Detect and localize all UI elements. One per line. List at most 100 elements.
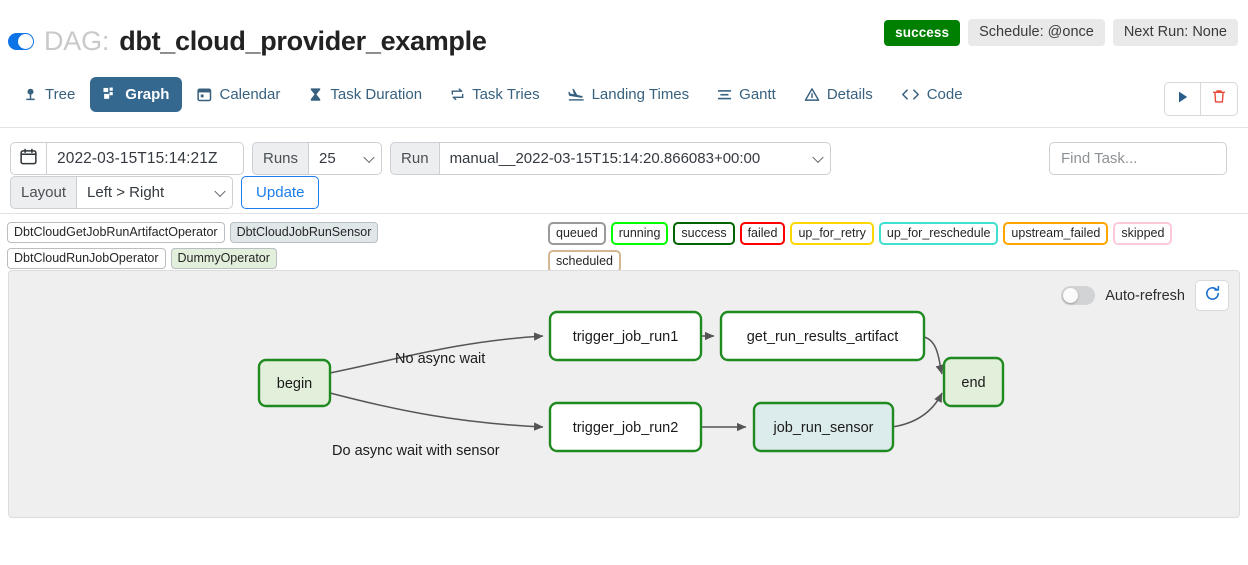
tab-gantt[interactable]: Gantt <box>704 77 789 112</box>
chevron-down-icon <box>214 185 226 197</box>
tab-label: Gantt <box>739 86 776 103</box>
status-chip-upstream-failed: upstream_failed <box>1003 222 1109 245</box>
svg-text:end: end <box>961 375 985 391</box>
graph-edges <box>329 331 944 432</box>
task-node-job-run-sensor[interactable]: job_run_sensor <box>752 401 895 453</box>
svg-text:get_run_results_artifact: get_run_results_artifact <box>747 329 899 345</box>
edge-label-no-async-wait: No async wait <box>395 351 485 367</box>
runs-group: Runs 25 <box>252 142 383 175</box>
tab-label: Calendar <box>219 86 281 103</box>
dag-title: DAG: dbt_cloud_provider_example <box>8 26 487 57</box>
trash-icon <box>1212 89 1226 109</box>
operator-chip: DbtCloudJobRunSensor <box>229 222 379 243</box>
layout-label: Layout <box>10 176 78 209</box>
run-select[interactable]: manual__2022-03-15T15:14:20.866083+00:00 <box>438 142 831 175</box>
runs-label: Runs <box>252 142 310 175</box>
operator-chip: DummyOperator <box>170 248 277 269</box>
edge-label-do-async-wait-with-sensor: Do async wait with sensor <box>332 443 500 459</box>
edge-begin-to-trigger-job-run2 <box>329 392 544 431</box>
tree-icon <box>23 87 38 102</box>
trigger-dag-button[interactable] <box>1164 82 1201 116</box>
run-label: Run <box>390 142 440 175</box>
calendar-icon <box>20 148 37 169</box>
tab-landing-times[interactable]: Landing Times <box>555 77 703 112</box>
tab-tree[interactable]: Tree <box>10 77 88 112</box>
status-chip-queued: queued <box>548 222 606 245</box>
task-node-end[interactable]: end <box>942 356 1005 408</box>
operator-chip: DbtCloudRunJobOperator <box>7 248 166 269</box>
landing-icon <box>567 87 585 102</box>
play-icon <box>1176 90 1190 109</box>
chevron-down-icon <box>811 151 824 163</box>
task-node-get-run-results-artifact[interactable]: get_run_results_artifact <box>719 310 926 362</box>
retry-icon <box>450 87 465 102</box>
find-task-input[interactable]: Find Task... <box>1049 142 1227 175</box>
svg-text:begin: begin <box>277 376 312 392</box>
dag-graph-canvas[interactable]: No async wait Do async wait with sensor … <box>9 271 1240 518</box>
dag-actions <box>1164 82 1238 116</box>
gantt-icon <box>717 87 732 102</box>
hourglass-icon <box>308 87 323 102</box>
layout-select-value: Left > Right <box>87 184 165 201</box>
filter-row-primary: 2022-03-15T15:14:21Z Runs 25 Run manual_… <box>10 142 831 175</box>
dag-pause-toggle[interactable] <box>8 33 34 50</box>
status-chip-failed: failed <box>739 222 786 245</box>
tab-label: Task Tries <box>472 86 540 103</box>
update-button[interactable]: Update <box>241 176 320 209</box>
triangle-info-icon <box>804 87 820 102</box>
tab-label: Details <box>826 86 873 103</box>
tab-task-tries[interactable]: Task Tries <box>437 77 553 112</box>
graph-icon <box>103 87 118 102</box>
run-select-value: manual__2022-03-15T15:14:20.866083+00:00 <box>449 150 761 167</box>
edge-job-run-sensor-to-end <box>891 392 943 428</box>
header-badges: success Schedule: @once Next Run: None <box>884 19 1238 46</box>
layout-select[interactable]: Left > Right <box>76 176 234 209</box>
status-chip-running: running <box>610 222 669 245</box>
tab-details[interactable]: Details <box>791 77 886 112</box>
tab-label: Task Duration <box>330 86 423 103</box>
task-node-trigger-job-run2[interactable]: trigger_job_run2 <box>548 401 703 453</box>
task-node-trigger-job-run1[interactable]: trigger_job_run1 <box>548 310 703 362</box>
status-chip-up-for-reschedule: up_for_reschedule <box>878 222 999 245</box>
schedule-badge[interactable]: Schedule: @once <box>968 19 1105 46</box>
graph-edge-labels: No async wait Do async wait with sensor <box>332 351 500 459</box>
calendar-picker-button[interactable] <box>10 142 47 175</box>
runs-select[interactable]: 25 <box>308 142 383 175</box>
status-chip-success: success <box>673 222 735 245</box>
auto-refresh-label: Auto-refresh <box>1105 287 1185 304</box>
refresh-icon <box>1204 285 1221 307</box>
operator-legend: DbtCloudGetJobRunArtifactOperator DbtClo… <box>7 222 537 269</box>
legend-bar: DbtCloudGetJobRunArtifactOperator DbtClo… <box>0 214 1248 306</box>
view-tabs-bar: Tree Graph Calendar Task Duration Task T <box>0 70 1248 128</box>
tab-calendar[interactable]: Calendar <box>184 77 293 112</box>
operator-chip: DbtCloudGetJobRunArtifactOperator <box>7 222 225 243</box>
filter-row-secondary: Layout Left > Right Update <box>10 176 320 209</box>
run-group: Run manual__2022-03-15T15:14:20.866083+0… <box>390 142 831 175</box>
status-chip-up-for-retry: up_for_retry <box>790 222 874 245</box>
refresh-button[interactable] <box>1195 280 1229 311</box>
edge-begin-to-trigger-job-run1 <box>329 332 544 374</box>
runs-select-value: 25 <box>319 150 336 167</box>
layout-group: Layout Left > Right <box>10 176 234 209</box>
execution-date-input[interactable]: 2022-03-15T15:14:21Z <box>46 142 244 175</box>
tab-code[interactable]: Code <box>888 77 976 112</box>
chevron-down-icon <box>363 151 375 163</box>
svg-text:trigger_job_run1: trigger_job_run1 <box>573 329 679 345</box>
page-header: DAG: dbt_cloud_provider_example success … <box>0 0 1248 70</box>
code-icon <box>901 87 920 102</box>
tab-label: Landing Times <box>591 86 690 103</box>
tab-label: Graph <box>125 86 170 103</box>
delete-dag-button[interactable] <box>1201 82 1238 116</box>
graph-toolbar: Auto-refresh <box>1061 280 1229 311</box>
dag-graph-panel: Auto-refresh No async <box>8 270 1240 518</box>
edge-get-run-results-artifact-to-end <box>923 336 944 375</box>
task-node-begin[interactable]: begin <box>257 358 332 408</box>
tab-graph[interactable]: Graph <box>90 77 183 112</box>
graph-nodes: begin trigger_job_run1 get_run_results_a… <box>257 310 1005 453</box>
tab-label: Tree <box>45 86 76 103</box>
tab-task-duration[interactable]: Task Duration <box>295 77 435 112</box>
calendar-icon <box>197 87 212 102</box>
auto-refresh-toggle[interactable] <box>1061 286 1096 305</box>
status-badge: success <box>884 19 961 46</box>
next-run-badge: Next Run: None <box>1112 19 1238 46</box>
